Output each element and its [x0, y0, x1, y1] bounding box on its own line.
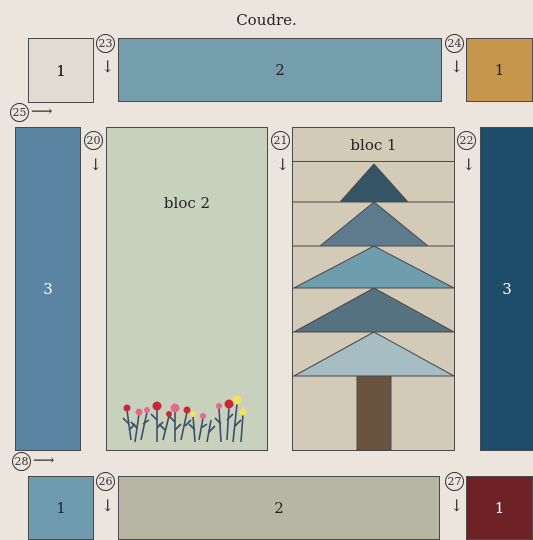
- tree-illustration: [293, 128, 454, 450]
- bloc-1: bloc 1: [292, 127, 455, 451]
- step-22-badge: 22: [457, 131, 476, 150]
- piece-bottom-center: 2: [118, 476, 440, 540]
- piece-label: 1: [495, 61, 505, 79]
- step-24-badge: 24: [445, 34, 464, 53]
- piece-bottom-left: 1: [28, 476, 94, 540]
- piece-top-center: 2: [118, 38, 442, 102]
- piece-label: 2: [274, 499, 284, 517]
- arrow-right-icon: ⟶: [31, 104, 53, 119]
- piece-label: 1: [56, 62, 66, 80]
- piece-label: 2: [275, 61, 285, 79]
- step-25-badge: 25: [10, 103, 29, 122]
- piece-label: 3: [502, 280, 512, 298]
- arrow-down-icon: ↓: [276, 157, 289, 173]
- arrow-down-icon: ↓: [450, 59, 463, 75]
- bloc-2-label: bloc 2: [107, 194, 267, 212]
- piece-bottom-right: 1: [466, 476, 533, 540]
- step-26-badge: 26: [96, 472, 115, 491]
- flowers-illustration: [117, 390, 257, 450]
- piece-label: 3: [43, 280, 53, 298]
- piece-label: 1: [495, 499, 505, 517]
- arrow-down-icon: ↓: [89, 157, 102, 173]
- piece-left-side: 3: [15, 127, 81, 451]
- arrow-down-icon: ↓: [101, 59, 114, 75]
- step-23-badge: 23: [96, 34, 115, 53]
- step-28-badge: 28: [12, 452, 31, 471]
- piece-top-left: 1: [28, 38, 94, 103]
- piece-top-right: 1: [466, 38, 533, 102]
- step-27-badge: 27: [445, 472, 464, 491]
- step-21-badge: 21: [271, 131, 290, 150]
- step-20-badge: 20: [84, 131, 103, 150]
- arrow-down-icon: ↓: [450, 498, 463, 514]
- arrow-down-icon: ↓: [101, 498, 114, 514]
- piece-right-side: 3: [480, 127, 533, 451]
- page-title: Coudre.: [0, 11, 533, 29]
- arrow-down-icon: ↓: [462, 157, 475, 173]
- bloc-2: bloc 2: [106, 127, 268, 451]
- piece-label: 1: [56, 499, 66, 517]
- arrow-right-icon: ⟶: [33, 453, 55, 468]
